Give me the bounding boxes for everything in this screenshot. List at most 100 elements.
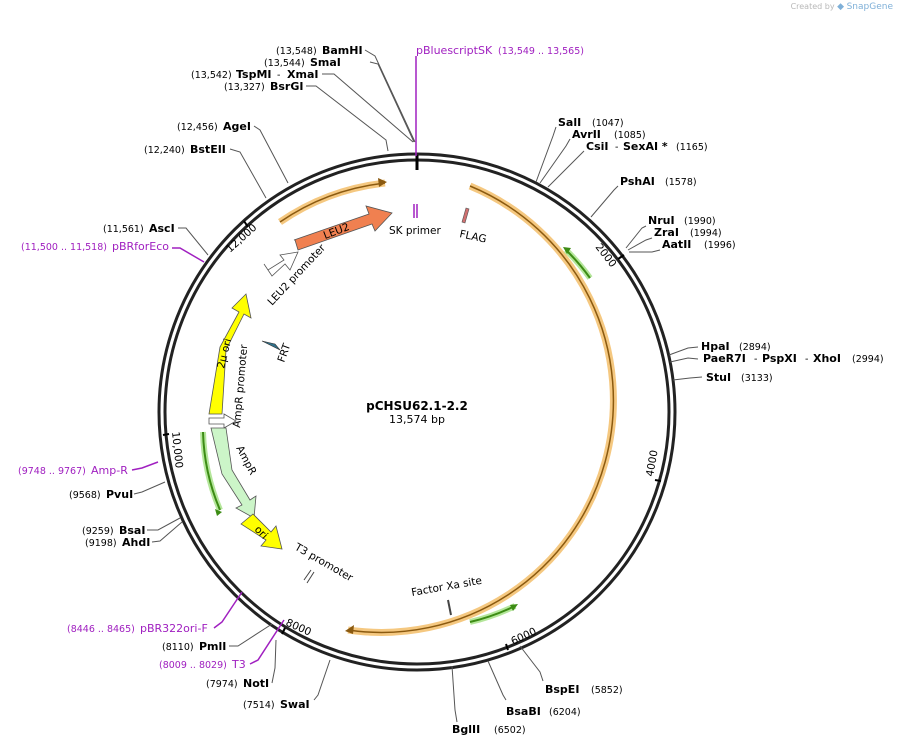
tick-label-10000: 10,000	[169, 431, 185, 469]
site-paer7i-extra2: XhoI	[813, 352, 841, 365]
primer-mark-pbr322ori	[213, 591, 243, 629]
ori-arrow	[240, 513, 283, 550]
site-paer7i: PaeR7I - PspXI - XhoI (2994)	[703, 352, 884, 365]
leader-avrii	[539, 138, 571, 184]
site-pshai: PshAI (1578)	[620, 175, 697, 188]
leader-csii	[547, 150, 585, 188]
primer-t3-range: (8009 .. 8029)	[159, 660, 227, 671]
leu2-label: LEU2	[322, 221, 351, 242]
site-nrui: NruI (1990)	[648, 214, 716, 227]
site-asci-name: AscI	[149, 222, 175, 235]
ampr-arrow	[210, 427, 257, 519]
leader-bsai	[147, 517, 181, 531]
orf-arc-top-line	[279, 182, 386, 223]
primer-pbr322ori-name: pBR322ori-F	[140, 622, 208, 635]
plasmid-length: 13,574 bp	[389, 413, 445, 426]
primer-pbr322ori-range: (8446 .. 8465)	[67, 624, 135, 635]
primer-t3-name: T3	[231, 658, 246, 671]
site-tspmi-extra: XmaI	[287, 68, 318, 81]
two-micron-ori-arrow	[208, 293, 252, 415]
leader-pmli	[229, 623, 273, 647]
sk-primer-label: SK primer	[389, 225, 441, 237]
site-sali-pos: (1047)	[592, 118, 624, 129]
site-zrai-name: ZraI	[654, 226, 679, 239]
frt-marker	[261, 340, 281, 351]
site-smai: (13,544) SmaI	[264, 56, 341, 69]
leader-bspei	[519, 645, 544, 682]
leader-bsabi	[487, 660, 507, 701]
site-csii: CsiI - SexAI * (1165)	[586, 140, 708, 153]
site-pvui-pos: (9568)	[69, 490, 101, 501]
leader-noti	[271, 639, 277, 684]
site-smai-pos: (13,544)	[264, 58, 305, 69]
leader-asci	[178, 227, 209, 256]
site-noti-name: NotI	[243, 677, 269, 690]
leader-tspmi	[322, 73, 414, 143]
site-smai-name: SmaI	[310, 56, 341, 69]
site-aatii-pos: (1996)	[704, 240, 736, 251]
site-bsai-name: BsaI	[119, 524, 145, 537]
site-ahdi-name: AhdI	[122, 536, 150, 549]
sk-primer-marker	[413, 204, 418, 218]
site-swai-pos: (7514)	[243, 700, 275, 711]
site-tspmi: (13,542) TspMI - XmaI	[191, 68, 318, 81]
leader-pvui	[133, 481, 166, 495]
site-paer7i-sep2: -	[805, 354, 808, 365]
snapgene-logo: ◆	[837, 2, 845, 12]
leader-ahdi	[151, 521, 183, 543]
site-bsrgi-name: BsrGI	[270, 80, 303, 93]
site-paer7i-extra: PspXI	[762, 352, 797, 365]
site-bsteii: (12,240) BstEII	[144, 143, 226, 156]
site-aatii: AatII (1996)	[662, 238, 736, 251]
site-paer7i-pos: (2994)	[852, 354, 884, 365]
site-bsteii-name: BstEII	[190, 143, 226, 156]
primer-mark-ampr	[131, 461, 159, 471]
site-agei: (12,456) AgeI	[177, 120, 251, 133]
tick-label-12000: 12,000	[224, 222, 259, 256]
site-labels: (13,548) BamHI (13,544) SmaI (13,542) Ts…	[69, 44, 884, 736]
site-bsrgi: (13,327) BsrGI	[224, 80, 303, 93]
leu2-arrow	[293, 205, 393, 251]
site-bsabi: BsaBI (6204)	[506, 705, 581, 718]
site-pshai-name: PshAI	[620, 175, 655, 188]
leu2-promoter-arrow	[263, 251, 299, 277]
site-tspmi-sep: -	[277, 70, 280, 81]
leader-pshai	[590, 185, 619, 218]
leader-bamhi	[364, 49, 416, 143]
primer-ampr: (9748 .. 9767) Amp-R	[18, 464, 128, 477]
tick-4000	[654, 479, 662, 482]
leader-bsrgi	[306, 85, 389, 152]
site-pvui: (9568) PvuI	[69, 488, 133, 501]
site-bamhi-pos: (13,548)	[276, 46, 317, 57]
ampr-promoter-label: AmpR promoter	[231, 343, 250, 428]
snapgene-watermark: Created by ◆ SnapGene	[791, 2, 893, 12]
site-tspmi-name: TspMI	[236, 68, 272, 81]
ampr-promoter-arrow	[208, 413, 237, 429]
site-stui-pos: (3133)	[741, 373, 773, 384]
site-bamhi: (13,548) BamHI	[276, 44, 363, 57]
green-orf-1-head	[563, 247, 571, 254]
site-csii-name: CsiI	[586, 140, 608, 153]
leader-zrai	[627, 237, 653, 251]
leader-smai	[369, 61, 415, 143]
primer-pbrforeco: (11,500 .. 11,518) pBRforEco	[21, 240, 169, 253]
tick-8000	[281, 627, 286, 635]
primer-pbrforeco-range: (11,500 .. 11,518)	[21, 242, 107, 253]
leader-aatii	[629, 249, 661, 253]
primer-pbr322ori: (8446 .. 8465) pBR322ori-F	[67, 622, 208, 635]
primer-pbluescriptsk: pBluescriptSK (13,549 .. 13,565)	[416, 44, 584, 57]
site-avrii-name: AvrII	[572, 128, 601, 141]
site-swai: (7514) SwaI	[243, 698, 310, 711]
green-orfs	[200, 247, 593, 625]
site-avrii: AvrII (1085)	[572, 128, 646, 141]
site-bspei-name: BspEI	[545, 683, 579, 696]
site-bsai: (9259) BsaI	[82, 524, 145, 537]
site-zrai: ZraI (1994)	[654, 226, 722, 239]
green-orf-3-line	[202, 431, 221, 511]
site-sali: SalI (1047)	[558, 116, 624, 129]
site-hpai-pos: (2894)	[739, 342, 771, 353]
leader-nrui	[625, 225, 647, 249]
site-nrui-pos: (1990)	[684, 216, 716, 227]
factor-xa-marker	[447, 599, 452, 616]
tick-6000	[505, 643, 509, 651]
